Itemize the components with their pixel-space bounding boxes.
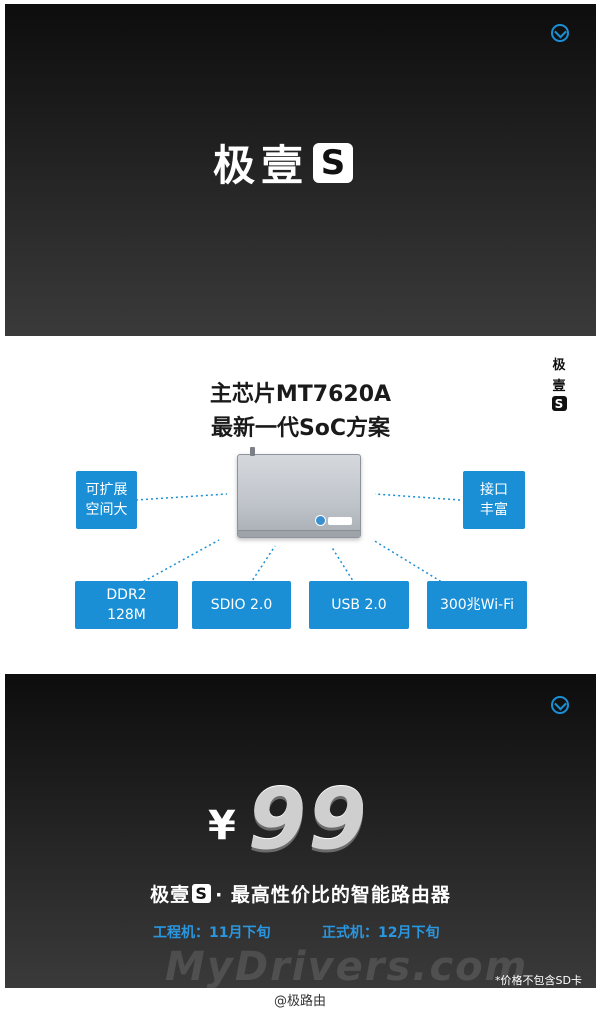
- feature-expandable-line2: 空间大: [85, 502, 128, 518]
- connector-lines: [135, 493, 461, 585]
- feature-ddr2-line2: 128M: [107, 607, 146, 623]
- jiluyou-logo-icon: [551, 24, 569, 42]
- spec-slide: 极 壹 S 主芯片MT7620A 最新一代SoC方案 可扩展 空间大 接口 丰富: [5, 336, 596, 674]
- connector-sdio: [249, 545, 276, 585]
- router-device-image: [237, 447, 361, 538]
- side-brand-badge: S: [551, 396, 567, 411]
- connector-wifi: [372, 539, 446, 585]
- tagline-brand: 极壹: [150, 884, 191, 906]
- price-note: *价格不包含SD卡: [495, 974, 582, 987]
- jiluyou-logo-icon: [551, 696, 569, 714]
- feature-wifi: 300兆Wi-Fi: [427, 581, 527, 629]
- chip-headline: 主芯片MT7620A: [209, 382, 392, 407]
- side-brand-char-1: 极: [552, 358, 566, 373]
- engineering-release: 工程机：11月下旬: [153, 925, 271, 941]
- feature-ports: 接口 丰富: [463, 471, 525, 529]
- antenna: [250, 447, 255, 456]
- feature-ddr2: DDR2 128M: [75, 581, 178, 629]
- soc-headline: 最新一代SoC方案: [210, 416, 391, 441]
- feature-usb: USB 2.0: [309, 581, 409, 629]
- price-slide: ¥ 99 极壹 S · 最高性价比的智能路由器 工程机：11月下旬 正式机：12…: [5, 674, 596, 990]
- feature-sdio: SDIO 2.0: [192, 581, 291, 629]
- watermark: MyDrivers.com: [165, 944, 529, 990]
- weibo-credit: @极路由: [273, 994, 326, 1009]
- feature-ports-line2: 丰富: [480, 502, 508, 518]
- currency-symbol: ¥: [208, 803, 236, 849]
- tagline-text: · 最高性价比的智能路由器: [215, 884, 451, 906]
- tagline-badge: S: [192, 884, 212, 903]
- connector-expandable: [135, 493, 228, 501]
- product-name: 极壹: [213, 141, 310, 190]
- side-brand-char-2: 壹: [552, 379, 566, 394]
- feature-expandable-line1: 可扩展: [85, 481, 128, 498]
- feature-ddr2-line1: DDR2: [106, 586, 147, 603]
- price-value: 99: [247, 770, 369, 868]
- s-badge: S: [313, 142, 354, 183]
- side-brand: 极 壹 S: [550, 354, 568, 411]
- tagline: 极壹 S · 最高性价比的智能路由器: [5, 880, 596, 907]
- feature-expandable: 可扩展 空间大: [76, 471, 137, 529]
- official-release: 正式机：12月下旬: [322, 925, 440, 941]
- feature-ports-line1: 接口: [480, 481, 508, 498]
- intro-slide: 极壹 S: [5, 4, 596, 336]
- connector-usb: [330, 545, 356, 585]
- product-title: 极壹 S: [213, 132, 354, 193]
- device-logo: [315, 515, 352, 526]
- price: ¥ 99: [208, 770, 369, 868]
- connector-ddr2: [138, 539, 220, 585]
- connector-ports: [374, 493, 461, 501]
